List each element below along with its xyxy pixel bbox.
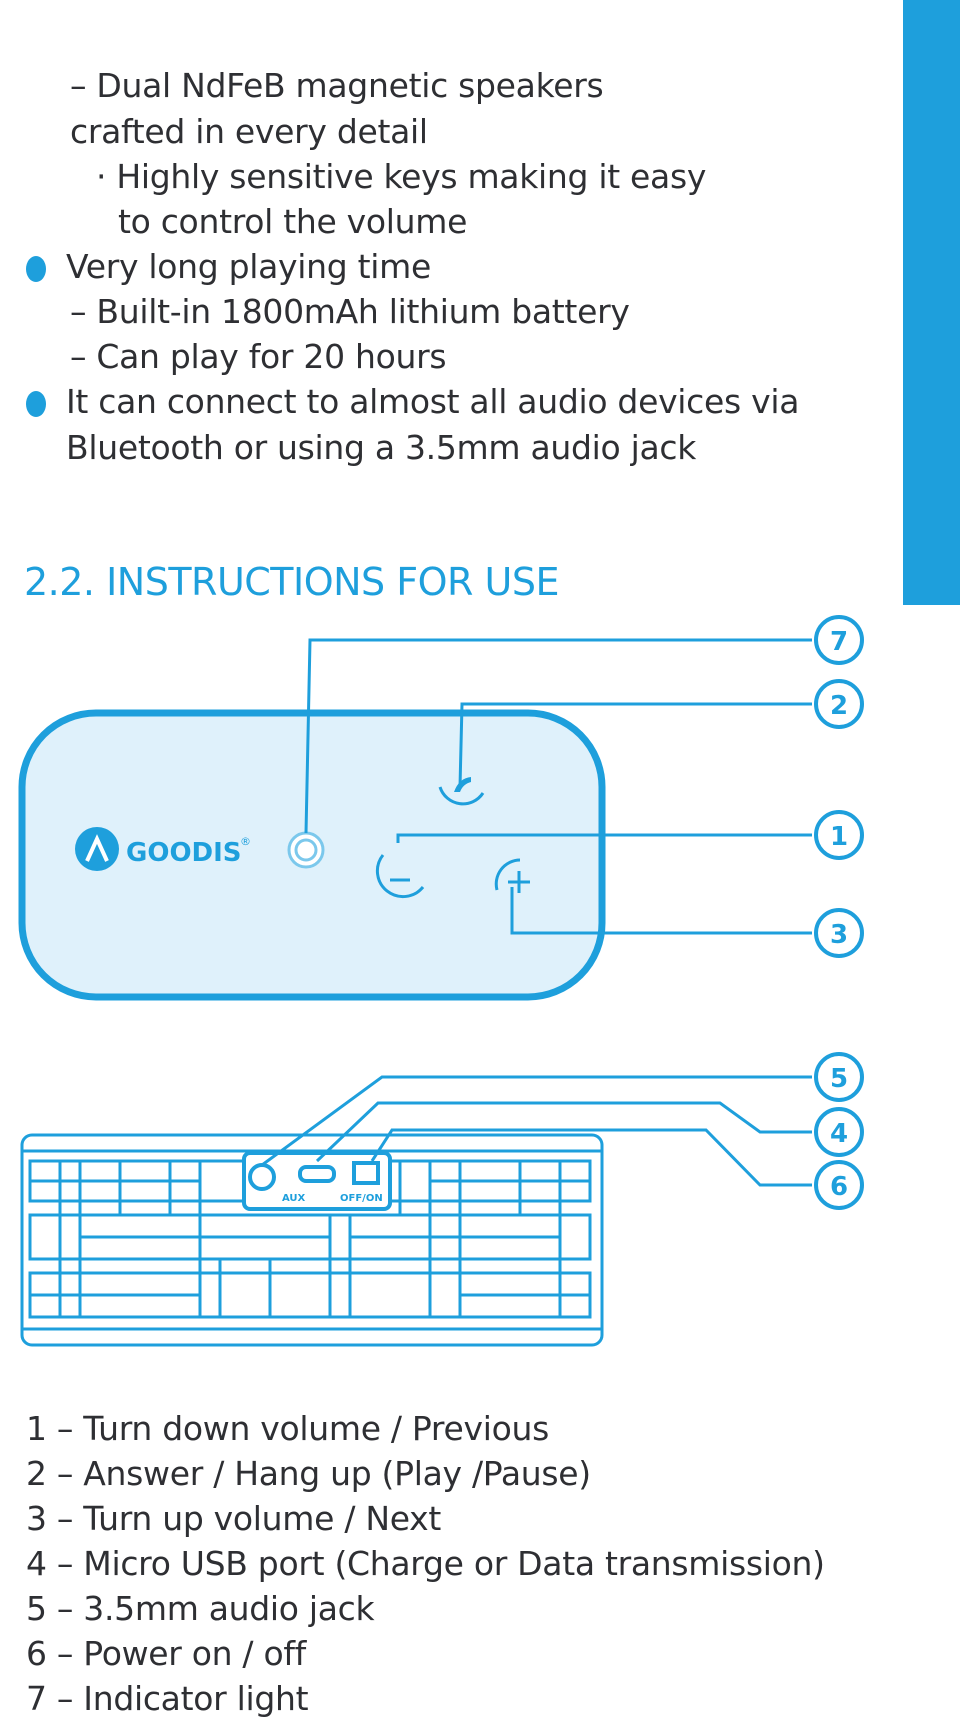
feature-line: Bluetooth or using a 3.5mm audio jack [66, 428, 697, 467]
feature-line: – Can play for 20 hours [70, 337, 447, 376]
leader-4 [315, 1101, 812, 1163]
phone-key-icon [438, 786, 485, 806]
leader-3 [510, 887, 812, 935]
section-title: 2.2. INSTRUCTIONS FOR USE [24, 560, 559, 604]
leader-2 [458, 702, 812, 788]
callout-7 [814, 615, 864, 665]
speaker-diagram: GOODIS ® 7 2 1 3 [18, 615, 864, 1347]
leader-6 [370, 1128, 812, 1187]
legend-item: 1 – Turn down volume / Previous [26, 1409, 549, 1448]
bullet-icon [26, 391, 46, 417]
goodis-logo-icon [75, 827, 119, 871]
feature-line: · Highly sensitive keys making it easy [96, 157, 707, 196]
indicator-light-inner [294, 838, 318, 862]
callout-2 [814, 679, 864, 729]
bullet-icon [26, 256, 46, 282]
legend-item: 3 – Turn up volume / Next [26, 1499, 442, 1538]
feature-line: – Built-in 1800mAh lithium battery [70, 292, 630, 331]
legend-item: 5 – 3.5mm audio jack [26, 1589, 375, 1628]
feature-line: Very long playing time [66, 247, 431, 286]
callout-label: 3 [830, 920, 848, 950]
brand-name: GOODIS [126, 838, 242, 868]
weave-pattern [30, 1161, 590, 1317]
callout-label: 4 [830, 1119, 848, 1149]
legend-item: 4 – Micro USB port (Charge or Data trans… [26, 1544, 825, 1583]
feature-line: crafted in every detail [70, 112, 428, 151]
callout-4 [814, 1107, 864, 1157]
callout-label: 6 [830, 1172, 848, 1202]
feature-line: It can connect to almost all audio devic… [66, 382, 800, 421]
callout-3 [814, 908, 864, 958]
power-switch-icon [352, 1161, 380, 1185]
legend-item: 7 – Indicator light [26, 1679, 309, 1718]
side-tab [903, 0, 960, 605]
volume-down-icon [375, 854, 425, 899]
feature-line: to control the volume [118, 202, 468, 241]
power-label: OFF/ON [340, 1193, 383, 1204]
registered-mark: ® [240, 835, 251, 848]
callout-5 [814, 1052, 864, 1102]
leader-7 [304, 638, 812, 834]
usb-port-icon [298, 1165, 336, 1183]
callout-6 [814, 1160, 864, 1210]
callout-label: 1 [830, 822, 848, 852]
aux-label: AUX [282, 1193, 306, 1204]
legend-item: 2 – Answer / Hang up (Play /Pause) [26, 1454, 591, 1493]
leader-5 [261, 1075, 812, 1167]
volume-up-icon [494, 858, 521, 891]
callout-1 [814, 810, 864, 860]
feature-line: – Dual NdFeB magnetic speakers [70, 66, 604, 105]
leader-1 [396, 833, 812, 843]
phone-handset-icon [454, 777, 471, 792]
callout-label: 2 [830, 691, 848, 721]
legend-item: 6 – Power on / off [26, 1634, 306, 1673]
speaker-side-body [20, 1075, 812, 1347]
callout-label: 5 [830, 1064, 848, 1094]
callout-label: 7 [830, 627, 848, 657]
